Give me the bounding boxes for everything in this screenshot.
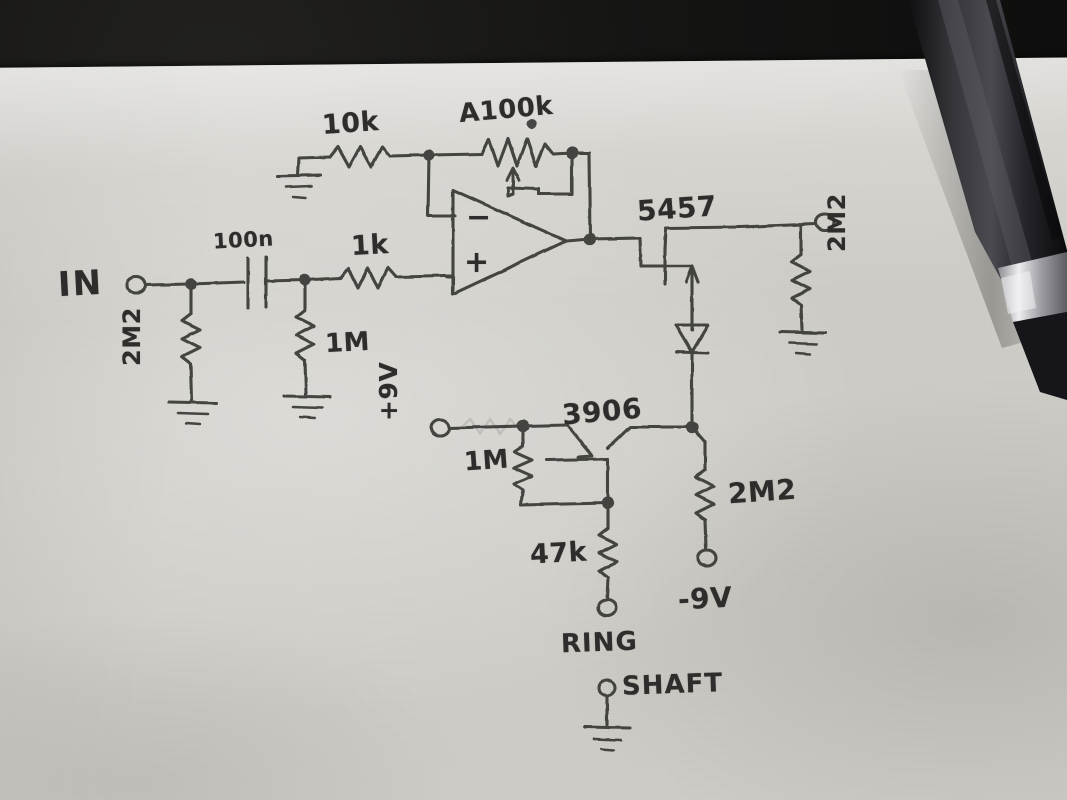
q2-base-bar [544,457,610,462]
r7-1m-body [512,444,534,492]
gnd-r2-bar1 [282,394,332,399]
label-2m2-input: 2M2 [118,307,146,366]
q2-collector-lead [606,425,694,450]
r8-47k-body [597,526,619,580]
erased-resistor-ghost [460,417,520,436]
pot-wiper-arrow [505,166,521,196]
label-ring: RING [560,626,639,660]
label-shaft: SHAFT [621,668,724,702]
r4-10k-body [328,145,392,169]
gnd-shaft-bar3 [599,747,616,752]
gnd-r5-bar3 [794,351,812,356]
v-pos-terminal-circle [429,418,451,438]
label-5457: 5457 [635,189,718,228]
label-1m-input: 1M [324,326,371,360]
gnd-r1-bar1 [167,400,218,405]
label-2m2-tail: 2M2 [726,472,798,511]
wire-out-to-jfet-gate [588,236,643,268]
r3-lead-right [394,274,446,279]
wire-cap-to-node-b [264,278,307,283]
r1-2m2-body [180,312,202,366]
in-terminal-circle [125,275,147,295]
label-1k: 1k [350,229,390,262]
shaft-terminal-circle [597,678,617,698]
wire-node-inv-to-pot [427,152,484,157]
q1-jfet-source-arrow [684,264,700,332]
gnd-shaft-bar1 [583,725,632,730]
label-opamp-minus: − [466,200,492,235]
gnd-r2-bar3 [298,415,317,420]
wire-inverting-down [426,153,457,218]
r6-lead-bottom [703,518,708,550]
gnd-r1-bar3 [184,421,202,426]
d1-diode-triangle [674,323,710,354]
u1-opamp-triangle [451,188,568,296]
out-terminal-circle [814,212,836,232]
v-neg-terminal-circle [696,548,718,568]
r6-lead-top [690,425,707,472]
gnd-10k-bar3 [291,195,307,200]
label-in: IN [56,262,105,306]
wire-drain-to-out [738,222,818,229]
label-100n: 100n [212,226,275,254]
wire-node-a-to-cap [189,280,246,286]
q1-jfet-drain [663,225,742,252]
gnd-shaft-bar2 [592,737,623,742]
r6-2m2-body [694,468,716,522]
wire-node-bias-to-base-lead [521,423,569,428]
r3-lead-left [303,276,342,282]
label-1m-bias: 1M [463,444,510,478]
r5-2m2-body [790,253,812,307]
r3-1k-body [338,266,398,290]
gnd-r2-bar2 [291,405,324,410]
gnd-10k-bar2 [284,184,314,189]
r8-lead-bottom [605,576,610,600]
gnd-r5-bar1 [778,330,827,335]
q1-jfet-source-to-channel [663,264,694,272]
ring-terminal-circle [596,598,618,618]
r5-lead-bottom [799,303,804,332]
gnd-r5-bar2 [787,341,819,346]
label-2m2-output: 2M2 [823,193,851,252]
wire-1m-to-emitter-node [519,494,610,507]
pot-marker-dot [527,119,537,129]
r1-lead-bottom [189,362,194,402]
label-10k: 10k [320,106,381,141]
r4-lead-right [388,153,431,158]
pot-wiper-loop [506,151,574,198]
r2-1m-body [294,308,316,362]
r2-lead-bottom [303,358,308,396]
label-3906: 3906 [560,391,644,432]
wire-gnd-to-10k [296,155,332,177]
wire-output-feedback-up [570,151,592,241]
label-47k: 47k [529,536,588,571]
vr1-pot-body [480,137,555,168]
gnd-r1-bar2 [176,411,210,416]
label-opamp-plus: + [464,245,490,280]
label-plus-9v: +9V [374,361,403,421]
label-minus-9v: -9V [677,580,734,617]
wire-in-to-node-a [143,282,193,287]
q2-base-arrow [565,423,594,459]
